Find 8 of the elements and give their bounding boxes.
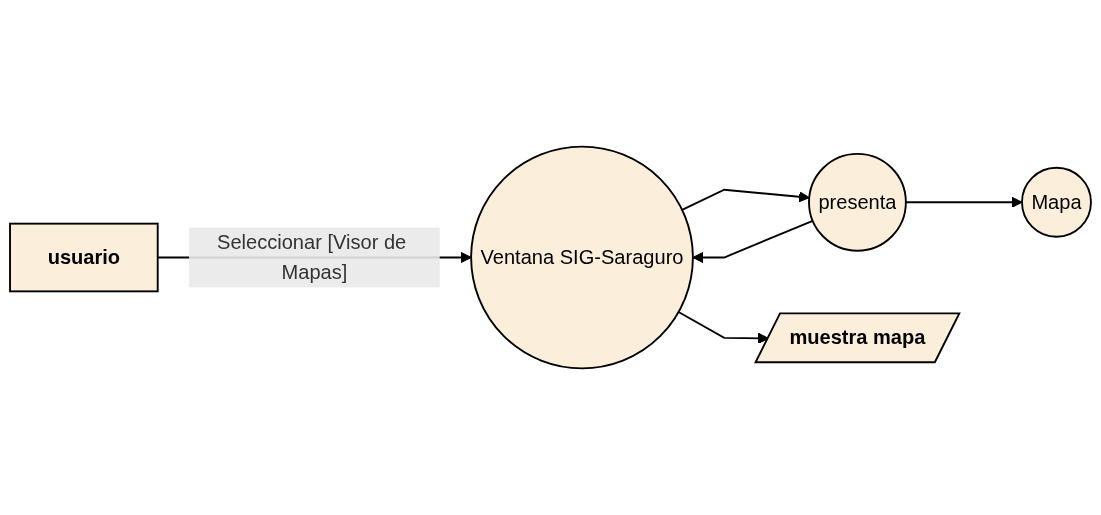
arrow <box>692 219 814 263</box>
node-circle: Ventana SIG-Saraguro <box>470 145 694 370</box>
arrow <box>677 311 769 344</box>
arrow <box>681 188 810 211</box>
edge-label: Seleccionar [Visor de Mapas] <box>217 231 407 283</box>
node-box: usuario <box>9 222 159 293</box>
node-circle: presenta <box>808 152 907 252</box>
node-circle: Mapa <box>1021 166 1092 238</box>
